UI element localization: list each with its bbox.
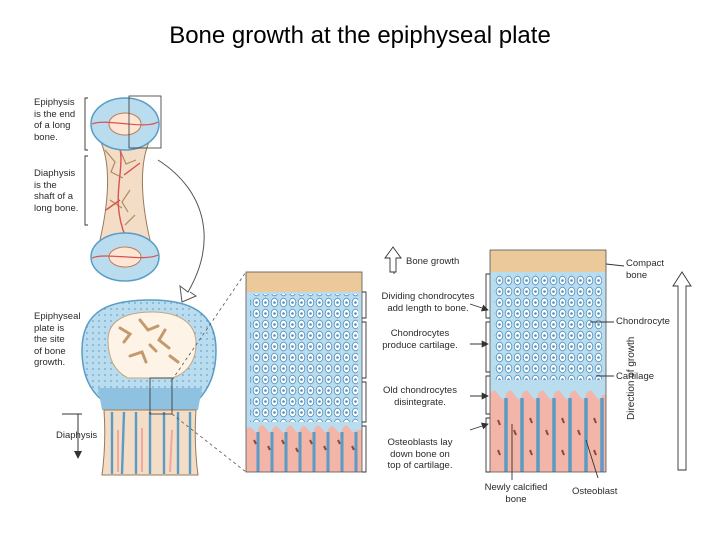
- osteoblast-label: Osteoblast: [572, 486, 618, 497]
- dividing-bracket-left: [362, 291, 367, 319]
- shaft-columns: [110, 411, 192, 475]
- left-panel-frame: [245, 271, 363, 473]
- right-panel-spicule-outline: [504, 398, 604, 472]
- left-panel-bone-spicules: [246, 425, 362, 472]
- osteoblast-leader: [585, 439, 599, 479]
- osteoblasts-bracket-left: [362, 425, 367, 473]
- old-bracket-right: [485, 375, 490, 415]
- right-panel-compact-bone: [490, 250, 606, 272]
- zoom-line-bottom: [171, 413, 247, 473]
- chondrocyte-label: Chondrocyte: [616, 316, 670, 327]
- spongy-bone-texture: [104, 149, 137, 226]
- shaft-marrow-streaks: [117, 428, 173, 473]
- right-panel-bone-spicules: [490, 390, 606, 472]
- left-panel-compact-bone: [246, 272, 362, 292]
- cartilage-label: Cartilage: [616, 371, 655, 382]
- plate-zoom-box: [149, 377, 173, 415]
- dividing-bracket-right: [485, 273, 490, 319]
- diaphysis-bracket: [84, 155, 88, 226]
- right-panel-osteoblasts: [497, 417, 597, 456]
- epiphysis-bracket: [84, 97, 88, 151]
- chondrocytes-bracket-left: [362, 321, 367, 379]
- connector-arrows: [362, 251, 625, 480]
- direction-of-growth-label: Direction of growth: [626, 336, 637, 420]
- diaphysis-label: Diaphysis: [56, 430, 98, 441]
- bone-growth-hollow-arrow: [384, 246, 402, 273]
- dividing-arrow: [469, 303, 489, 312]
- zoom-arrow: [157, 159, 205, 303]
- right-panel-cells: [494, 274, 602, 380]
- chondrocytes-bracket-right: [485, 321, 490, 373]
- proximal-vessel: [91, 121, 159, 126]
- bone-growth-label: Bone growth: [406, 256, 460, 267]
- old-bracket-left: [362, 381, 367, 423]
- epiphyseal-plate-illustration: [62, 299, 217, 476]
- right-panel-frame: [489, 249, 607, 473]
- diaphysis-pointer: [62, 413, 82, 458]
- right-histology-panel: [489, 249, 607, 473]
- slide-title: Bone growth at the epiphyseal plate: [169, 22, 551, 49]
- left-panel-cells: [250, 294, 358, 422]
- osteoblasts-bracket-right: [485, 417, 490, 473]
- left-histology-panel: [245, 271, 363, 473]
- osteoblasts-arrow: [469, 422, 489, 431]
- long-bone-illustration: [84, 95, 162, 282]
- left-panel-osteoblasts: [253, 439, 355, 453]
- distal-vessel: [91, 254, 159, 259]
- epiphysis-zoom-box: [128, 95, 162, 149]
- zoom-line-top: [171, 271, 247, 381]
- direction-of-growth-arrow: [672, 271, 692, 471]
- trabeculae: [118, 318, 180, 364]
- compact-bone-leader: [605, 263, 625, 267]
- left-panel-spicule-outline: [256, 432, 358, 472]
